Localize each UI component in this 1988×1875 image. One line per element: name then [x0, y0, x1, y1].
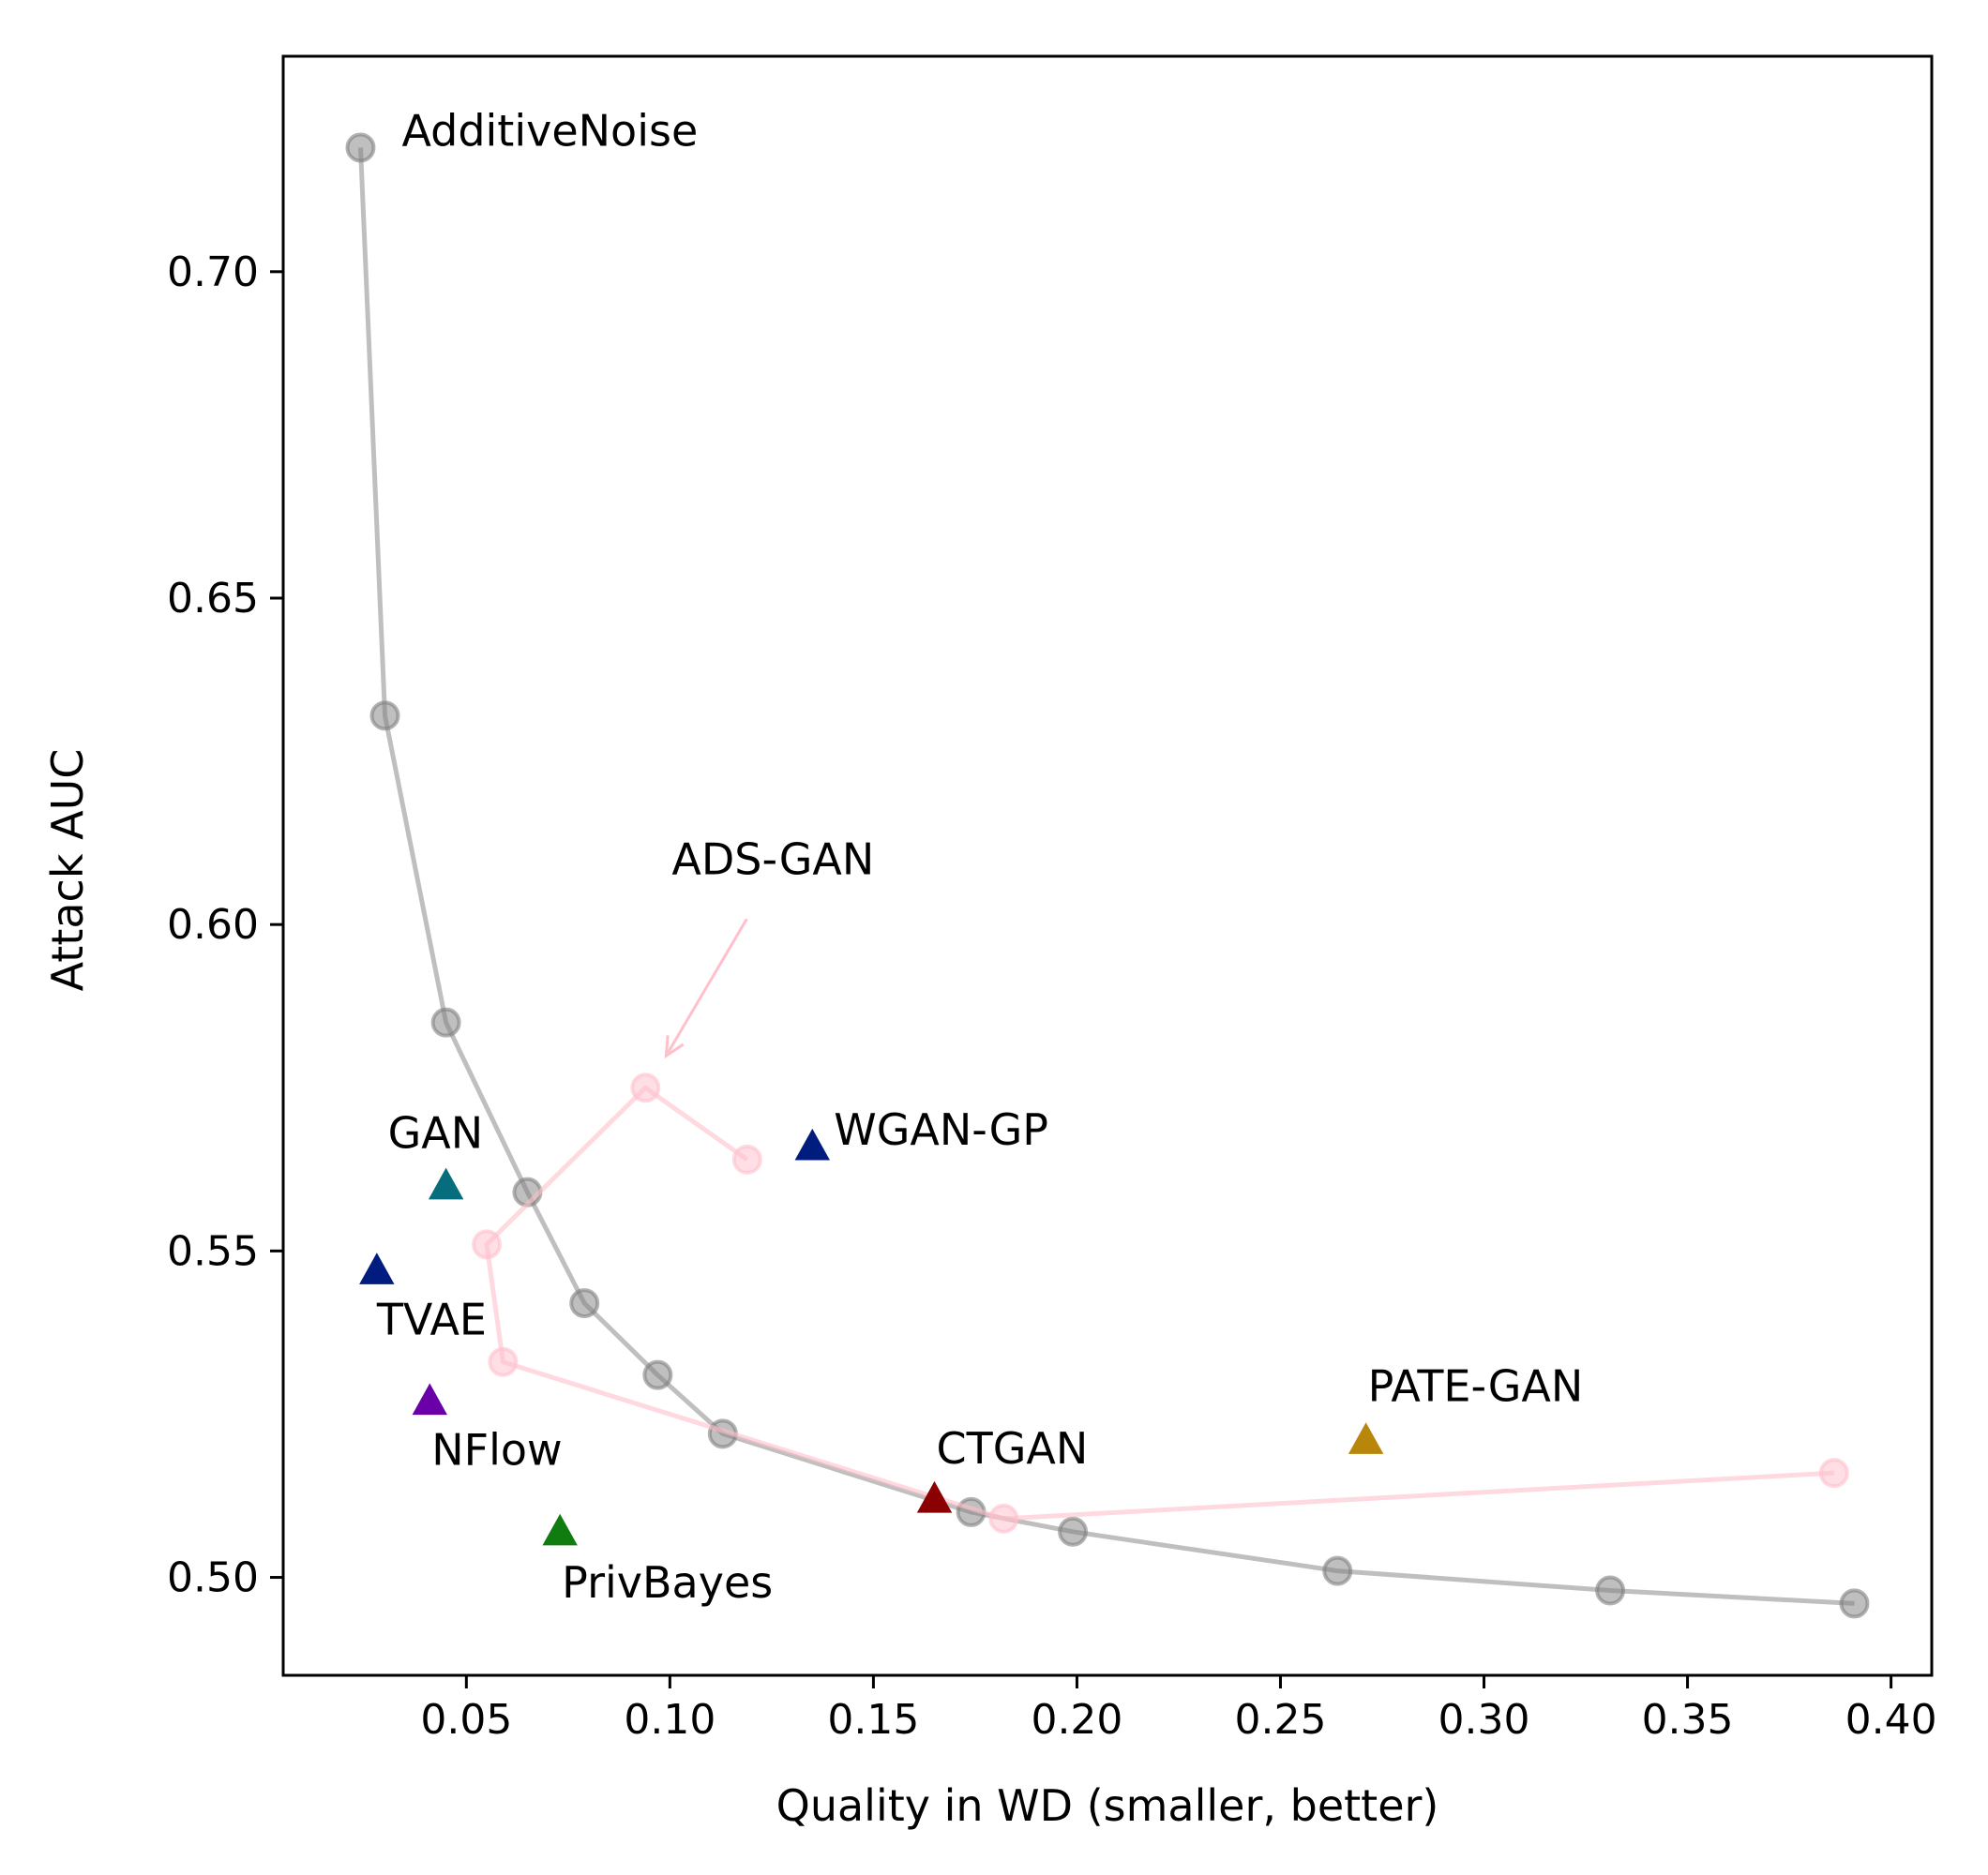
pate-gan-marker: [1348, 1422, 1384, 1454]
axis-layer: 0.05 0.10 0.15 0.20 0.25 0.30 0.35 0.40 0.50 0.55…: [167, 54, 1937, 1744]
x-tick-label-1: 0.05: [420, 1696, 512, 1744]
ads-gan-point-4: [488, 1346, 519, 1377]
x-tick-label-4: 0.20: [1031, 1696, 1122, 1744]
y-axis-label: Attack AUC: [42, 749, 93, 992]
additivenoise-point-12: [1839, 1588, 1870, 1619]
y-tick-label-5: 0.70: [167, 248, 259, 296]
x-tick-label-7: 0.35: [1642, 1696, 1734, 1744]
gan-marker: [428, 1167, 464, 1200]
ctgan-marker: [916, 1480, 953, 1513]
x-tick-label-2: 0.10: [624, 1696, 715, 1744]
ads-gan-point-6: [1818, 1458, 1849, 1489]
privbayes-label: PrivBayes: [562, 1557, 773, 1608]
y-tick-label-3: 0.60: [167, 901, 259, 949]
additivenoise-point-1: [345, 132, 376, 163]
additivenoise-point-10: [1322, 1555, 1353, 1586]
nflow-label: NFlow: [431, 1425, 562, 1476]
wgan-gp-marker: [794, 1128, 830, 1161]
y-tick-label-2: 0.55: [167, 1227, 259, 1275]
additivenoise-line: [358, 147, 1855, 1606]
additivenoise-point-5: [569, 1288, 600, 1319]
ads-gan-point-2: [630, 1072, 661, 1103]
series-layer: [345, 132, 1870, 1619]
x-tick-label-3: 0.15: [827, 1696, 919, 1744]
additivenoise-point-9: [1058, 1516, 1089, 1547]
additivenoise-point-6: [642, 1359, 673, 1390]
ctgan-label: CTGAN: [937, 1423, 1089, 1474]
additivenoise-point-2: [369, 700, 400, 731]
ads-gan-label: ADS-GAN: [671, 833, 874, 884]
nflow-marker: [412, 1383, 447, 1416]
x-axis-label: Quality in WD (smaller, better): [776, 1780, 1439, 1831]
pate-gan-label: PATE-GAN: [1368, 1360, 1584, 1411]
y-tick-label-1: 0.50: [167, 1554, 259, 1602]
plot-frame: [281, 54, 1934, 1677]
ads-gan-point-3: [472, 1229, 503, 1260]
x-tick-label-8: 0.40: [1845, 1696, 1937, 1744]
y-tick-label-4: 0.65: [167, 575, 259, 622]
privbayes-marker: [542, 1513, 578, 1546]
model-markers-layer: [359, 1128, 1384, 1546]
ads-gan-arrow-shaft: [665, 918, 748, 1058]
gan-label: GAN: [388, 1108, 484, 1159]
additivenoise-point-3: [430, 1007, 461, 1038]
tvae-label: TVAE: [376, 1294, 487, 1344]
x-tick-label-6: 0.30: [1438, 1696, 1530, 1744]
additivenoise-point-11: [1595, 1575, 1626, 1606]
wgan-gp-label: WGAN-GP: [834, 1104, 1048, 1155]
tvae-marker: [359, 1252, 395, 1284]
ads-gan-arrow-head: [664, 1035, 685, 1059]
ads-gan-point-5: [988, 1503, 1019, 1534]
additivenoise-label: AdditiveNoise: [401, 105, 698, 156]
x-tick-label-5: 0.25: [1234, 1696, 1326, 1744]
ads-gan-line: [484, 1085, 1834, 1522]
ads-gan-point-1: [731, 1144, 762, 1175]
